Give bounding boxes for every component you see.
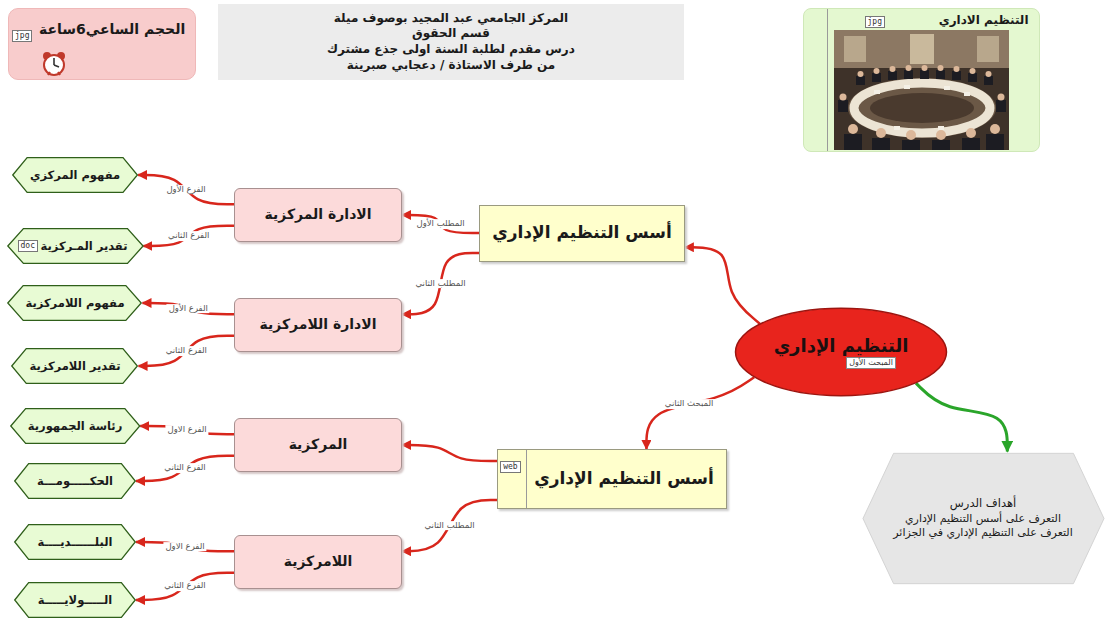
subtopic-hexagon: الـــــولايـــــة: [14, 582, 136, 618]
subtopic-hexagon: رئاسة الجمهورية: [10, 408, 141, 444]
branch-connector: [143, 303, 234, 314]
file-tag: jpg: [12, 30, 32, 42]
topic-box: اللامركزية: [234, 535, 402, 589]
branch-connector: [143, 226, 234, 246]
topic-box: الادارة اللامركزية: [234, 298, 402, 352]
file-tag: web: [500, 461, 520, 473]
branch-connector: [685, 247, 760, 323]
hexagon-outline: [7, 229, 142, 264]
section-box: أسس التنظيم الإداري: [479, 205, 685, 262]
node-title: رئاسة الجمهورية: [28, 419, 123, 433]
edge-label: المطلب الثاني: [422, 521, 476, 531]
hexagon-outline: [13, 158, 138, 193]
edge-label: المطلب الأول: [414, 219, 466, 229]
header-panel: المركز الجامعي عبد المجيد بوصوف ميلةقسم …: [218, 4, 684, 80]
node-title: تقدير المـركزية: [41, 239, 128, 253]
edge-label: المطلب الثاني: [413, 279, 467, 289]
edge-label: الفرع الثاني: [166, 231, 211, 241]
edge-label: الفرع الاول: [163, 542, 206, 552]
node-text: درس مقدم لطلبة السنة اولى جذع مشترك: [327, 42, 575, 58]
node-title: مفهوم اللامركزية: [25, 296, 124, 310]
node-title: الحجم الساعي6ساعة: [39, 21, 185, 39]
branch-connector: [140, 426, 234, 434]
file-tag: jpg: [865, 16, 885, 28]
ellipse-outline: [735, 308, 946, 395]
node-title: أسس التنظيم الإداري: [534, 468, 714, 489]
node-title: التنظيم الإداري: [774, 335, 909, 358]
section-box: أسس التنظيم الإداري: [497, 449, 727, 509]
node-title: أهداف الدرس: [950, 496, 1016, 510]
node-title: الادارة المركزية: [264, 206, 371, 224]
branch-connector: [402, 215, 479, 233]
separator-line: [526, 450, 527, 508]
node-text: التعرف على التنظيم الإداري في الجزائر: [893, 526, 1072, 540]
edge-label: المبحث الثاني: [663, 399, 716, 409]
edge-label: الفرع الاول: [166, 425, 209, 435]
node-title: الحكـــــومـــة: [37, 474, 113, 488]
hexagon-outline: [8, 286, 141, 321]
edge-label: الفرع الثاني: [164, 346, 209, 356]
hexagon-outline: [15, 525, 136, 560]
branch-connector: [136, 573, 234, 600]
node-title: اللامركزية: [284, 553, 353, 571]
image-topic-panel: التنظيم الاداري: [803, 8, 1040, 152]
clock-icon: [41, 51, 67, 77]
branch-connector: [402, 500, 497, 551]
node-title: التنظيم الاداري: [939, 13, 1029, 28]
subtopic-hexagon: البلــــــديــــة: [14, 524, 136, 560]
branch-connector: [139, 336, 234, 366]
hexagon-outline: [12, 349, 138, 384]
node-title: المركز الجامعي عبد المجيد بوصوف ميلة: [334, 11, 568, 27]
node-title: تقدير اللامركزية: [29, 359, 120, 373]
root-ellipse: التنظيم الإداريالمبحث الأول: [734, 307, 948, 397]
file-tag: doc: [18, 240, 38, 252]
branch-connector: [402, 253, 479, 314]
hexagon-outline: [862, 453, 1103, 583]
node-title: الادارة اللامركزية: [259, 316, 376, 334]
node-title: الـــــولايـــــة: [38, 593, 113, 607]
edge-label: الفرع الثاني: [162, 582, 207, 592]
branch-connector: [916, 383, 1007, 451]
goals-hexagon: أهداف الدرس التعرف على أسس التنظيم الإدار…: [862, 452, 1105, 585]
hexagon-outline: [11, 409, 140, 444]
topic-box: المركزية: [234, 418, 402, 472]
hexagon-outline: [15, 464, 136, 499]
branch-connector: [136, 542, 234, 551]
branch-connector: [136, 456, 234, 481]
edge-label: الفرع الأول: [164, 185, 207, 195]
subtopic-hexagon: مفهوم المركزي: [12, 157, 138, 193]
node-title: البلــــــديــــة: [38, 535, 113, 549]
topic-box: الادارة المركزية: [234, 188, 402, 242]
node-text: من طرف الاستاذة / دعجابي صبرينة: [347, 58, 556, 74]
node-text: التعرف على أسس التنظيم الإداري: [905, 512, 1061, 526]
node-text: قسم الحقوق: [412, 26, 490, 42]
subtopic-hexagon: مفهوم اللامركزية: [7, 285, 142, 321]
node-text: المبحث الأول: [846, 357, 896, 369]
node-title: أسس التنظيم الإداري: [492, 222, 672, 243]
branch-connector: [138, 175, 234, 204]
branch-connector: [646, 377, 754, 449]
hours-panel: الحجم الساعي6ساعة: [8, 8, 196, 80]
node-title: المركزية: [289, 436, 348, 454]
meeting-photo: [834, 30, 1009, 150]
hexagon-outline: [15, 583, 136, 618]
branch-connector: [402, 445, 497, 461]
subtopic-hexagon: تقدير اللامركزية: [11, 348, 138, 384]
separator-line: [827, 9, 828, 151]
subtopic-hexagon: الحكـــــومـــة: [14, 463, 136, 499]
node-title: مفهوم المركزي: [30, 168, 120, 182]
edge-label: الفرع الأول: [167, 304, 210, 314]
edge-label: الفرع الثاني: [162, 464, 207, 474]
